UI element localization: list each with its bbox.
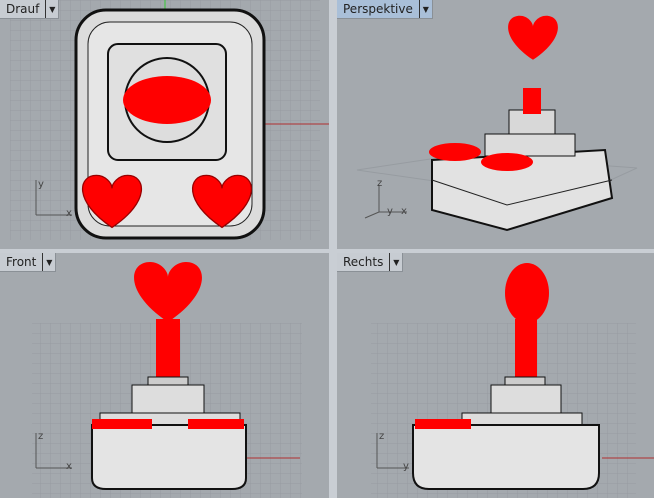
viewport-tab-right[interactable]: Rechts ▼ — [337, 253, 404, 272]
axis-label-z: z — [377, 178, 382, 189]
viewport-front[interactable]: z x Front ▼ — [0, 253, 329, 498]
triangle-down-icon[interactable]: ▼ — [418, 0, 432, 18]
axis-label-x: x — [66, 461, 72, 472]
viewport-perspective[interactable]: z y x Perspektive ▼ — [337, 0, 654, 249]
axis-label-y: y — [38, 179, 44, 190]
axis-label-x: x — [66, 208, 72, 219]
triangle-down-icon[interactable]: ▼ — [45, 0, 58, 18]
viewport-title: Perspektive — [343, 2, 413, 16]
viewport-title: Rechts — [343, 255, 384, 269]
axis-label-z: z — [38, 431, 43, 442]
viewport-right[interactable]: z y Rechts ▼ — [337, 253, 654, 498]
viewport-top[interactable]: y x Drauf ▼ — [0, 0, 329, 249]
viewport-title: Drauf — [6, 2, 40, 16]
triangle-down-icon[interactable]: ▼ — [42, 253, 55, 271]
axis-label-x: x — [401, 206, 407, 217]
triangle-down-icon[interactable]: ▼ — [389, 253, 402, 271]
viewport-tab-top[interactable]: Drauf ▼ — [0, 0, 60, 19]
axis-label-y: y — [387, 206, 393, 217]
viewport-tab-perspective[interactable]: Perspektive ▼ — [337, 0, 433, 19]
axis-label-y: y — [403, 461, 409, 472]
axis-label-z: z — [379, 431, 384, 442]
viewport-title: Front — [6, 255, 37, 269]
viewport-tab-front[interactable]: Front ▼ — [0, 253, 57, 272]
